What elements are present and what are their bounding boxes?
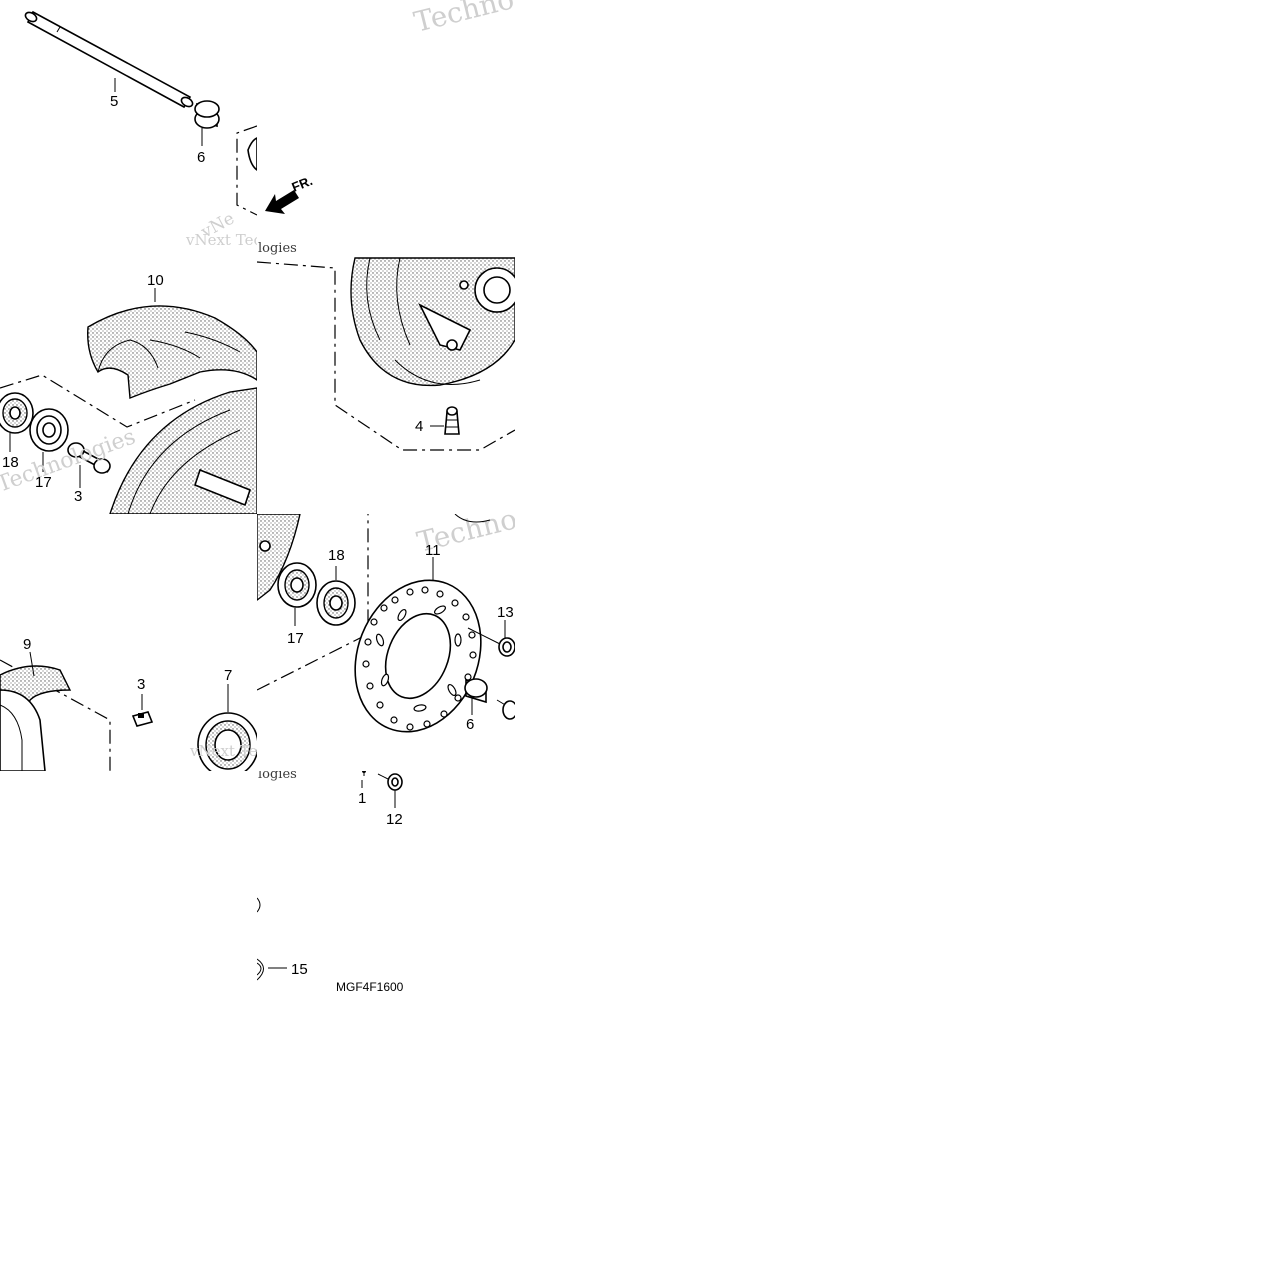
axle-part bbox=[24, 10, 194, 109]
callout-label: 5 bbox=[110, 93, 118, 110]
bearing-part bbox=[316, 580, 356, 626]
brake-disc-part bbox=[354, 579, 482, 733]
collar-part bbox=[194, 100, 220, 129]
clip-part bbox=[131, 711, 154, 727]
front-wheel-rim-part bbox=[109, 387, 257, 514]
callout-label: 12 bbox=[386, 811, 403, 828]
collar-part bbox=[464, 678, 488, 704]
bearing-part bbox=[29, 408, 69, 452]
callout-label: 18 bbox=[328, 547, 345, 564]
disc-bolt-part bbox=[496, 699, 515, 720]
callout-label: 15 bbox=[291, 961, 308, 978]
front-direction-arrow-icon: FR. bbox=[265, 173, 315, 214]
watermark: vNext Tec bbox=[185, 231, 262, 249]
nut-part bbox=[257, 958, 264, 981]
callout-label: 3 bbox=[74, 488, 82, 505]
callout-label: 10 bbox=[147, 272, 164, 289]
tile-top-right: Techno FR. logies bbox=[258, 0, 518, 256]
callout-label: 11 bbox=[425, 542, 441, 559]
callout-label: 3 bbox=[137, 676, 145, 693]
callout-labels: 5 6 10 18 17 3 4 18 11 13 17 6 9 3 7 1 1… bbox=[2, 93, 514, 994]
watermark: Techno bbox=[411, 0, 518, 39]
tile-lower: logies bbox=[257, 767, 403, 981]
callout-label: 13 bbox=[497, 604, 514, 621]
tile-bottom-right: Techno bbox=[257, 514, 515, 733]
tile-bottom-left: vNext Tec bbox=[0, 651, 266, 771]
bolt-part bbox=[377, 773, 403, 791]
callout-label: 7 bbox=[224, 667, 232, 684]
distance-collar-part bbox=[67, 442, 111, 474]
bearing-part bbox=[277, 562, 317, 608]
valve-part bbox=[444, 406, 460, 435]
callout-label: 9 bbox=[23, 636, 31, 653]
wheel-hub-part bbox=[350, 257, 515, 387]
pulser-ring-part bbox=[197, 712, 257, 771]
watermark: Technologies bbox=[0, 424, 139, 497]
diagram-code: MGF4F1600 bbox=[336, 980, 404, 994]
callout-label: 17 bbox=[287, 630, 304, 647]
watermark: vNext Tec bbox=[189, 742, 266, 760]
callout-label: 4 bbox=[415, 418, 423, 435]
watermark: logies bbox=[258, 767, 297, 782]
callout-label: 1 bbox=[358, 790, 366, 807]
callout-label: 18 bbox=[2, 454, 19, 471]
wheel-edge-part bbox=[0, 665, 72, 771]
disc-bolt-part bbox=[467, 627, 515, 657]
callout-label: 17 bbox=[35, 474, 52, 491]
tile-middle-right bbox=[257, 257, 515, 451]
front-arrow-label: FR. bbox=[290, 173, 315, 195]
watermark: logies bbox=[258, 241, 297, 256]
pin-part bbox=[362, 771, 366, 776]
bearing-part bbox=[0, 392, 34, 434]
callout-label: 6 bbox=[197, 149, 205, 166]
tile-top-left: vNext Tec vNe bbox=[24, 10, 262, 249]
tire-part bbox=[87, 305, 257, 400]
callout-label: 6 bbox=[466, 716, 474, 733]
